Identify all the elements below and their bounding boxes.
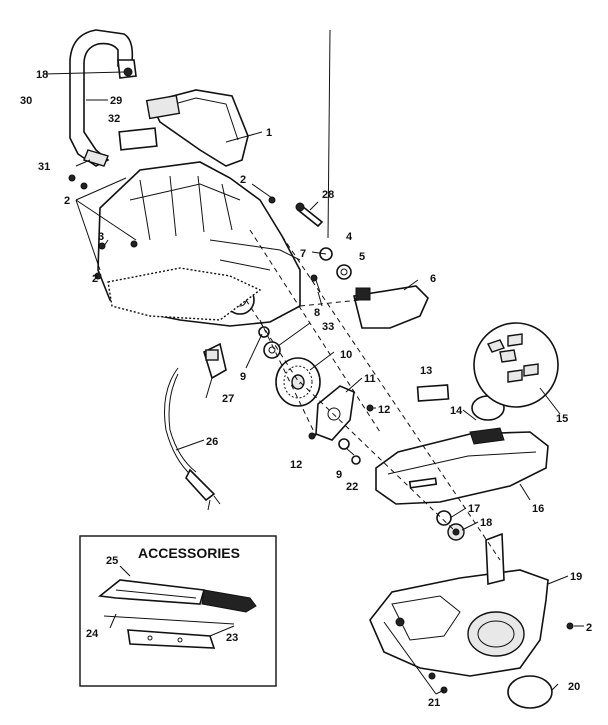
callout-33: 33 [322, 321, 334, 333]
callout-1: 1 [266, 127, 272, 139]
callout-15: 15 [556, 413, 568, 425]
callout-9: 9 [240, 371, 246, 383]
callout-3: 3 [98, 231, 104, 243]
callout-2: 2 [240, 174, 246, 186]
washer-9-lower [338, 438, 350, 450]
reference-line [327, 29, 331, 239]
callout-21: 21 [428, 697, 440, 709]
callout-6: 6 [430, 273, 436, 285]
screw-2-left [94, 272, 102, 280]
screw-2-mid [130, 240, 138, 248]
washer-17 [436, 510, 452, 526]
screw-12-left [308, 432, 316, 440]
callout-16: 16 [532, 503, 544, 515]
screw-21-a [428, 672, 436, 680]
callout-11: 11 [364, 373, 376, 385]
explode-line [249, 229, 381, 433]
callout-18: 18 [36, 69, 48, 81]
callout-12: 12 [290, 459, 302, 471]
callout-30: 30 [20, 95, 32, 107]
callout-labels: 1 2 2 2 3 4 5 6 7 8 9 9 10 11 12 12 13 1… [20, 69, 592, 709]
callout-13: 13 [420, 365, 432, 377]
power-cord-26 [164, 367, 221, 511]
callout-19: 19 [570, 571, 582, 583]
top-cover [145, 89, 249, 167]
leader-lines [43, 71, 584, 695]
screw-31-a [68, 174, 76, 182]
callout-5: 5 [359, 251, 365, 263]
screw-18-30 [123, 67, 133, 77]
motor-housing [97, 161, 301, 327]
explode-line [299, 381, 457, 533]
sprocket-plate-11 [315, 385, 355, 441]
callout-27: 27 [222, 393, 234, 405]
gear-10 [275, 357, 321, 407]
callout-24: 24 [86, 628, 99, 640]
accessories-title: ACCESSORIES [138, 545, 240, 561]
callout-20: 20 [568, 681, 580, 693]
accessories-box: ACCESSORIES [79, 535, 277, 687]
washer-5 [336, 264, 352, 280]
explode-line [245, 299, 301, 385]
callout-23: 23 [226, 632, 238, 644]
callout-14: 14 [450, 405, 463, 417]
callout-10: 10 [340, 349, 352, 361]
callout-31: 31 [38, 161, 50, 173]
file-guide-25 [98, 579, 257, 613]
cap-20 [507, 675, 553, 709]
callout-25: 25 [106, 555, 118, 567]
callout-7: 7 [300, 248, 306, 260]
label-plate-32 [118, 127, 158, 151]
callout-26: 26 [206, 436, 218, 448]
callout-2: 2 [586, 622, 592, 634]
callout-2: 2 [64, 195, 70, 207]
callout-22: 22 [346, 481, 358, 493]
callout-4: 4 [346, 231, 353, 243]
callout-18: 18 [480, 517, 492, 529]
side-cover-19 [369, 532, 549, 677]
screw-3 [98, 242, 106, 250]
callout-17: 17 [468, 503, 480, 515]
screw-2-lower [566, 622, 574, 630]
depth-gauge-23 [127, 629, 216, 649]
callout-28: 28 [322, 189, 334, 201]
callout-8: 8 [314, 307, 320, 319]
oil-cap-6 [353, 285, 429, 329]
callout-12: 12 [378, 404, 390, 416]
callout-29: 29 [110, 95, 122, 107]
decal-13 [416, 384, 450, 402]
guide-bar-16 [375, 427, 549, 505]
switch-27 [203, 342, 227, 380]
washer-22 [351, 455, 361, 465]
callout-32: 32 [108, 113, 120, 125]
screw-2-upper [268, 196, 276, 204]
callout-9: 9 [336, 469, 342, 481]
bolt-8 [310, 274, 321, 293]
explode-line [259, 319, 317, 437]
file-24 [103, 615, 235, 625]
bolt-28 [295, 202, 324, 228]
saw-chain-15 [473, 322, 561, 415]
screw-31-b [80, 182, 88, 190]
callout-2: 2 [92, 273, 98, 285]
explode-line [299, 299, 361, 307]
explode-line [281, 235, 501, 561]
